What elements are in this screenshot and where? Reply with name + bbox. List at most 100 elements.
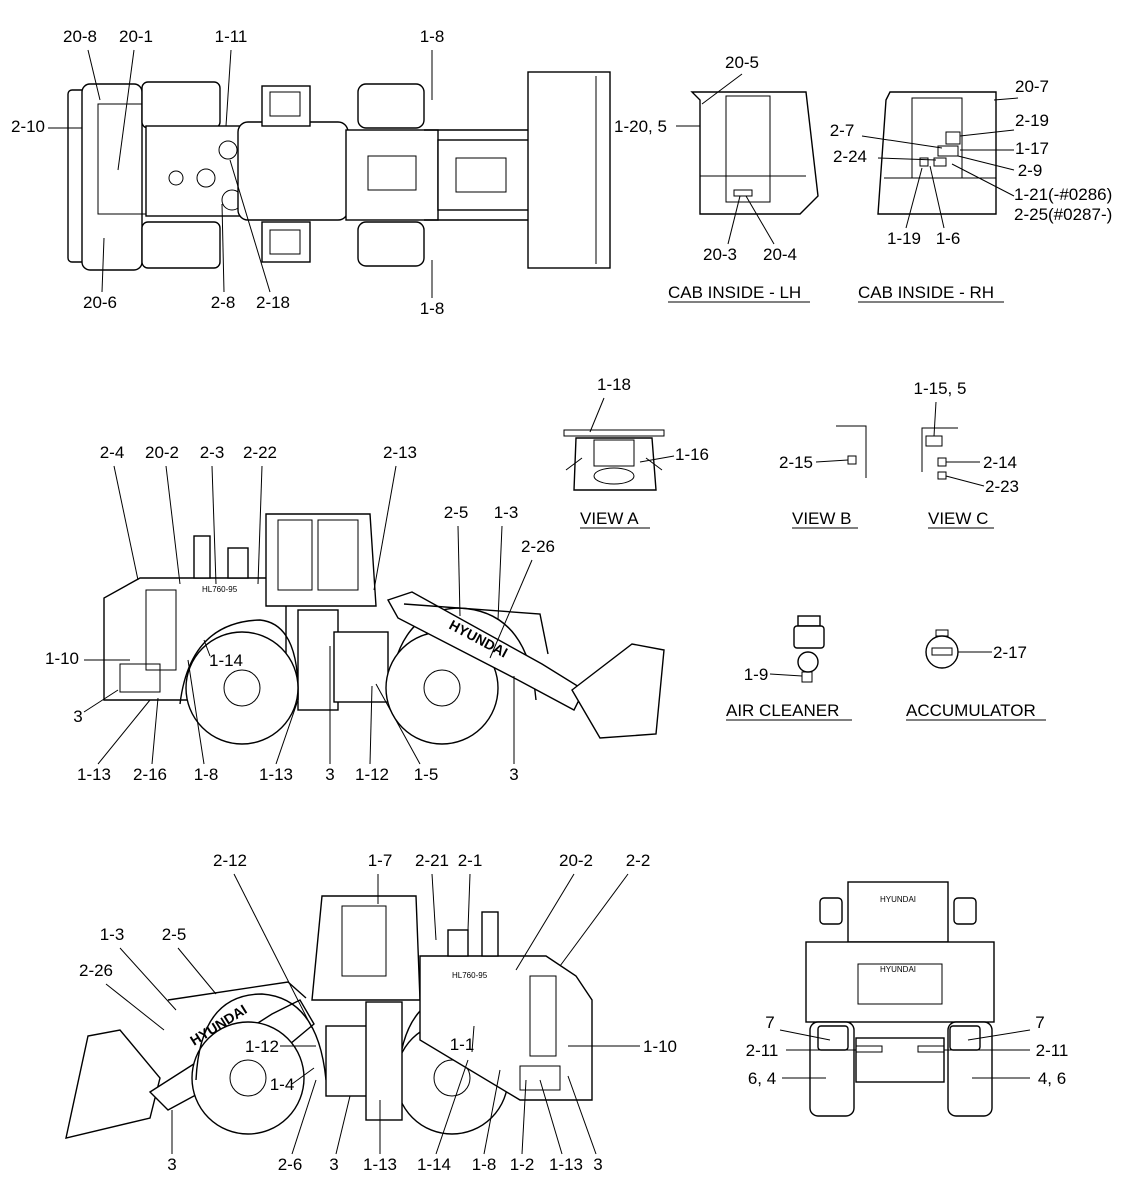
top-tire-rl (141, 81, 221, 129)
callout-side-lh-11: 1-13 (77, 765, 111, 784)
leader-side-lh-5 (457, 525, 461, 617)
leader-rear-view-1 (967, 1029, 1031, 1041)
callout-side-rh-12: 1-10 (643, 1037, 677, 1056)
air-cleaner-bowl (797, 651, 819, 673)
leader-cab-lh-2 (727, 195, 741, 245)
air-cleaner-view (793, 615, 825, 683)
callout-cab-rh-8: 1-19 (887, 229, 921, 248)
title-view-b: VIEW B (792, 509, 852, 528)
top-engine-hood (145, 125, 243, 217)
callout-cab-rh-3: 1-17 (1015, 139, 1049, 158)
lh-cab-window-2 (317, 519, 359, 591)
view-a-top-bar (563, 429, 665, 437)
leader-top-view-2 (225, 49, 232, 127)
lh-exhaust (193, 535, 211, 579)
top-front-frame-inner (367, 155, 417, 191)
cab-rh-decal-1 (945, 131, 961, 145)
leader-side-rh-18 (483, 1069, 501, 1155)
leader-cab-rh-5 (957, 155, 1015, 171)
lh-boom-cylinder (403, 603, 549, 655)
callout-side-lh-15: 3 (325, 765, 334, 784)
lh-bucket (571, 643, 665, 739)
lh-rear-fender (179, 619, 299, 705)
lh-front-hub (423, 669, 461, 707)
leader-cab-lh-3 (745, 195, 775, 245)
leader-lines (48, 49, 1031, 1155)
rear-body (805, 941, 995, 1023)
top-linkage (437, 139, 539, 211)
view-c (921, 427, 958, 480)
callout-side-rh-10: 1-4 (270, 1075, 295, 1094)
callout-cab-rh-1: 2-19 (1015, 111, 1049, 130)
callout-side-rh-21: 3 (593, 1155, 602, 1174)
view-a-lamp (593, 467, 635, 485)
leader-side-lh-14 (275, 699, 299, 765)
callout-side-rh-14: 2-6 (278, 1155, 303, 1174)
rh-rear-body (419, 955, 593, 1101)
rear-brand-top: HYUNDAI (880, 895, 916, 904)
callout-side-lh-7: 2-26 (521, 537, 555, 556)
top-tire-rr (141, 221, 221, 269)
callout-side-rh-6: 1-3 (100, 925, 125, 944)
callout-top-view-3: 1-8 (420, 27, 445, 46)
callout-top-view-6: 2-8 (211, 293, 236, 312)
rh-cab-window (341, 905, 387, 977)
top-view (67, 71, 611, 271)
leader-side-rh-14 (291, 1079, 317, 1155)
leader-side-rh-0 (233, 873, 313, 1029)
top-boom-arms (424, 129, 540, 221)
leader-side-lh-1 (165, 465, 181, 585)
accumulator-body (925, 635, 959, 669)
accumulator-view (925, 629, 959, 669)
callout-top-view-0: 20-8 (63, 27, 97, 46)
callout-side-lh-6: 1-3 (494, 503, 519, 522)
lh-precleaner (227, 547, 249, 579)
lh-rear-wheel (185, 631, 299, 745)
rh-model-text: HL760-95 (452, 971, 488, 980)
view-a-housing (573, 437, 657, 491)
leader-side-rh-11 (471, 1025, 475, 1053)
leader-cab-rh-4 (877, 157, 937, 161)
leader-side-lh-4 (373, 465, 397, 591)
callout-top-view-4: 2-10 (11, 117, 45, 136)
rear-mirror-l (819, 897, 843, 925)
callout-side-lh-16: 1-12 (355, 765, 389, 784)
callout-rear-view-5: 4, 6 (1038, 1069, 1066, 1088)
leader-side-lh-13 (187, 659, 205, 765)
air-cleaner-decal (801, 671, 813, 683)
leader-side-rh-4 (515, 873, 575, 971)
callout-top-view-2: 1-11 (215, 27, 248, 46)
side-view-lh: HL760-95 HYUNDAI (103, 513, 665, 745)
callout-side-rh-20: 1-13 (549, 1155, 583, 1174)
lh-cab-window-1 (277, 519, 313, 591)
cab-inside-lh-view (690, 91, 819, 215)
cab-lh-door (725, 95, 771, 203)
rh-boom-cylinder (167, 981, 307, 1001)
callout-cab-rh-4: 2-24 (833, 147, 867, 166)
leader-cab-rh-0 (993, 97, 1019, 101)
rear-grille (857, 963, 943, 1005)
view-c-outline (921, 427, 958, 472)
leader-side-rh-3 (467, 873, 471, 931)
cab-inside-rh-view (877, 91, 997, 215)
rear-cab (847, 881, 949, 943)
leader-view-a-0 (589, 397, 605, 433)
leader-cab-rh-8 (905, 167, 923, 229)
callout-view-b-0: 2-15 (779, 453, 813, 472)
leader-side-rh-2 (431, 873, 437, 941)
cab-lh-decal-box (733, 189, 753, 197)
callout-top-view-7: 2-18 (256, 293, 290, 312)
rh-front-hub (229, 1059, 267, 1097)
lh-rear-hub (223, 669, 261, 707)
callout-side-rh-15: 3 (329, 1155, 338, 1174)
lh-model-text: HL760-95 (202, 585, 238, 594)
leader-side-lh-6 (497, 525, 503, 621)
title-air-cleaner: AIR CLEANER (726, 701, 839, 720)
title-accumulator: ACCUMULATOR (906, 701, 1036, 720)
callout-accumulator-0: 2-17 (993, 643, 1027, 662)
callout-side-lh-10: 3 (73, 707, 82, 726)
top-steps-r (261, 221, 311, 263)
view-b-decal (847, 455, 857, 465)
